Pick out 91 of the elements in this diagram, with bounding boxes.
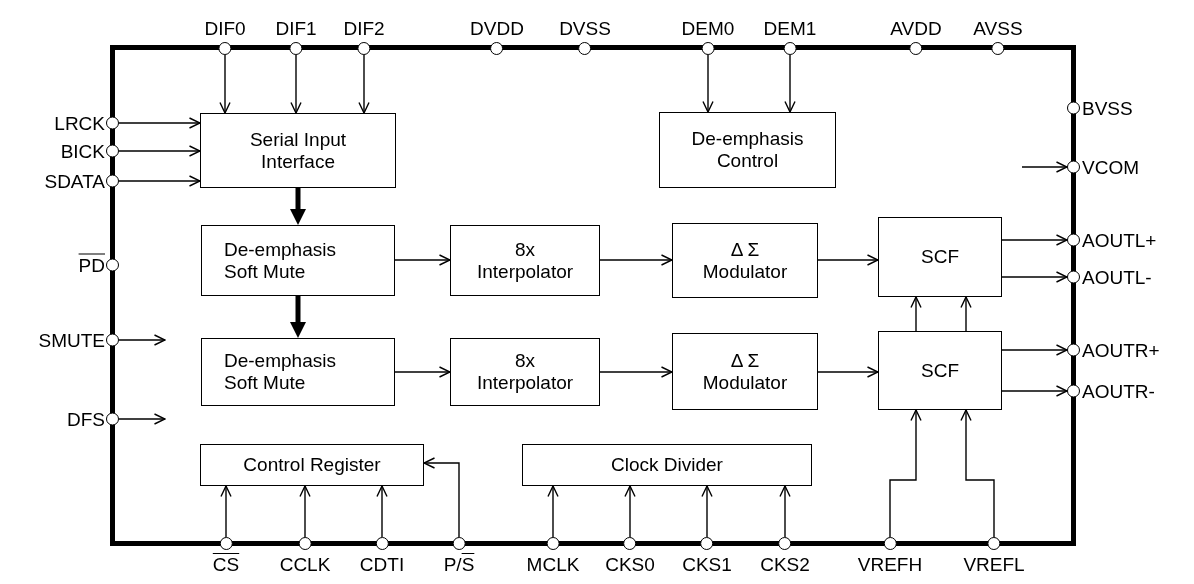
signal-arrow [394, 254, 451, 266]
pin-label: BICK [60, 140, 105, 162]
pin-label: DIF1 [275, 18, 317, 39]
signal-arrow [817, 366, 879, 378]
signal-arrow [118, 413, 166, 425]
signal-arrow [394, 366, 451, 378]
signal-arrow [889, 409, 922, 538]
pin-label: DIF2 [343, 18, 385, 39]
signal-arrow [960, 409, 995, 538]
signal-arrow [701, 485, 713, 538]
bus-arrow [290, 188, 306, 225]
signal-arrow [118, 117, 201, 129]
block-label: 8x Interpolator [475, 350, 575, 394]
signal-arrow [376, 485, 388, 538]
chip-outline [110, 45, 1076, 546]
block-label: Control Register [243, 454, 381, 476]
pin-label: VREFH [857, 554, 923, 575]
signal-arrow [960, 296, 972, 332]
pin-label: CS [212, 554, 240, 575]
signal-arrow [358, 54, 370, 114]
pin-label: VREFL [963, 554, 1025, 575]
signal-arrow [290, 54, 302, 114]
pin-label: PD [78, 254, 105, 276]
function-block [522, 444, 812, 486]
function-block [450, 225, 600, 296]
bus-arrow [290, 296, 306, 338]
pin-label: AOUTL- [1082, 266, 1152, 288]
block-label: SCF [921, 246, 959, 268]
signal-arrow [219, 54, 231, 114]
signal-arrow [910, 296, 922, 332]
pin-label: DEM0 [681, 18, 735, 39]
pin-label: CKS0 [605, 554, 655, 575]
block-label: SCF [921, 359, 959, 382]
block-label: Serial Input Interface [248, 128, 348, 173]
signal-arrow [118, 145, 201, 157]
signal-arrow [423, 457, 460, 538]
pin-label: AOUTL+ [1082, 229, 1157, 251]
function-block [200, 113, 396, 188]
pin-label: P/S [443, 554, 475, 575]
pin-label: DFS [67, 408, 105, 430]
signal-arrow [299, 485, 311, 538]
pin-label: CKS2 [760, 554, 810, 575]
pin-label: AOUTR+ [1082, 339, 1160, 361]
signal-arrow [624, 485, 636, 538]
block-label: Clock Divider [611, 454, 723, 476]
signal-arrow [118, 175, 201, 187]
function-block [878, 331, 1002, 410]
function-block [200, 444, 424, 486]
block-label: De-emphasis Control [690, 128, 805, 172]
signal-arrow [1001, 344, 1068, 356]
pin-label: CKS1 [682, 554, 732, 575]
pin-label: MCLK [526, 554, 580, 575]
signal-arrow [599, 254, 673, 266]
block-label: 8x Interpolator [475, 238, 575, 283]
pin-label: AVSS [973, 18, 1023, 39]
pin-label: CDTI [359, 554, 405, 575]
function-block [672, 333, 818, 410]
pin-label: DVDD [470, 18, 524, 39]
function-block [672, 223, 818, 298]
block-label: Δ Σ Modulator [701, 238, 789, 283]
signal-arrow [118, 334, 166, 346]
signal-arrow [784, 54, 796, 113]
pin-label: SDATA [44, 170, 105, 192]
pin-label: AOUTR- [1082, 380, 1155, 402]
pin-label: DIF0 [204, 18, 246, 39]
signal-arrow [1001, 385, 1068, 397]
function-block [450, 338, 600, 406]
signal-arrow [1021, 161, 1068, 173]
pin-label: LRCK [54, 112, 105, 134]
pin-label: VCOM [1082, 156, 1139, 178]
pin-label: CCLK [279, 554, 331, 575]
block-label: De-emphasis Soft Mute [224, 238, 337, 283]
pin-label: DEM1 [763, 18, 817, 39]
function-block [201, 338, 395, 406]
pin-label: AVDD [890, 18, 942, 39]
signal-arrow [779, 485, 791, 538]
block-label: Δ Σ Modulator [701, 349, 789, 394]
signal-arrow [702, 54, 714, 113]
signal-arrow [599, 366, 673, 378]
signal-arrow [1001, 234, 1068, 246]
signal-arrow [1001, 271, 1068, 283]
signal-arrow [547, 485, 559, 538]
function-block [878, 217, 1002, 297]
block-label: De-emphasis Soft Mute [224, 350, 337, 394]
signal-arrow [817, 254, 879, 266]
pin-label: SMUTE [38, 329, 105, 351]
function-block [201, 225, 395, 296]
pin-label: DVSS [559, 18, 611, 39]
pin-label: BVSS [1082, 97, 1133, 119]
signal-arrow [220, 485, 232, 538]
function-block [659, 112, 836, 188]
